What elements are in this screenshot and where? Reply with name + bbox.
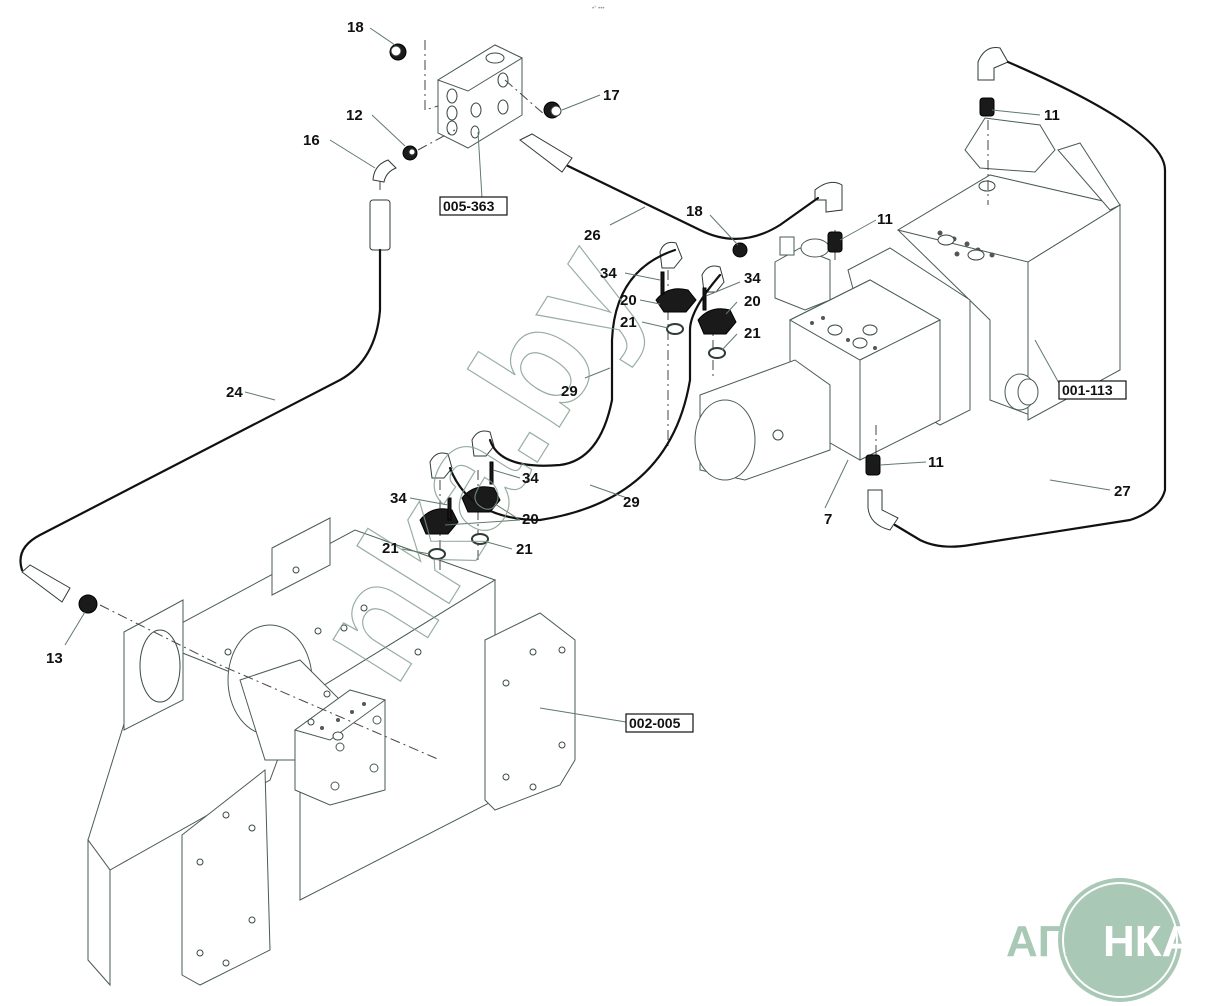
pump-assembly-001-113 [694, 117, 1122, 481]
callout-24: 24 [226, 384, 243, 401]
hose-24 [19, 248, 382, 572]
callout-21: 21 [620, 314, 637, 331]
callout-17: 17 [603, 87, 620, 104]
agronka-logo: АГРО НКА [1006, 878, 1193, 1002]
hose-26 [566, 164, 820, 240]
callout-21: 21 [744, 325, 761, 342]
fittings [21, 43, 1009, 614]
callout-27: 27 [1114, 483, 1131, 500]
adapter-11-a [979, 97, 995, 117]
callout-12: 12 [346, 107, 363, 124]
callout-34: 34 [390, 490, 407, 507]
adapter-11-c [865, 454, 881, 476]
logo-text-right: НКА [1103, 917, 1193, 966]
callout-29: 29 [561, 383, 578, 400]
callout-7: 7 [824, 511, 832, 528]
adapter-13 [78, 594, 98, 614]
header-mark: •° ••• [592, 6, 604, 12]
svg-text:002-005: 002-005 [629, 715, 681, 731]
callout-34: 34 [600, 265, 617, 282]
callout-13: 13 [46, 650, 63, 667]
callout-11: 11 [1044, 107, 1060, 124]
assembly-ref-001-113: 001-113 [1058, 380, 1127, 400]
callout-29: 29 [623, 494, 640, 511]
logo-text-left: АГРО [1006, 917, 1126, 966]
callout-16: 16 [303, 132, 320, 149]
callout-18: 18 [347, 19, 364, 36]
hose-29a [488, 248, 677, 467]
manifold-block-005-363 [436, 44, 524, 149]
assembly-ref-002-005: 002-005 [625, 713, 694, 733]
assembly-refs: 005-363 001-113 002-005 [439, 196, 1127, 733]
callout-20: 20 [620, 292, 637, 309]
plug-17 [543, 101, 562, 119]
adapter-12 [402, 145, 418, 161]
svg-text:005-363: 005-363 [443, 198, 495, 214]
callout-20: 20 [522, 511, 539, 528]
callout-21: 21 [516, 541, 533, 558]
callout-11: 11 [928, 454, 944, 471]
callout-21: 21 [382, 540, 399, 557]
logo-circle [1058, 878, 1182, 1002]
hose-29b [448, 273, 722, 522]
hoses [19, 60, 1167, 572]
callout-20: 20 [744, 293, 761, 310]
callout-18: 18 [686, 203, 703, 220]
hose-27 [893, 60, 1167, 548]
callout-11: 11 [877, 211, 893, 228]
assembly-ref-005-363: 005-363 [439, 196, 508, 216]
callout-34: 34 [522, 470, 539, 487]
callout-34: 34 [744, 270, 761, 287]
adapter-11-b [827, 231, 843, 253]
leader-lines [64, 27, 1111, 723]
plug-18-top [389, 43, 407, 61]
callout-26: 26 [584, 227, 601, 244]
plug-18-middle [732, 242, 748, 258]
svg-text:001-113: 001-113 [1062, 382, 1113, 398]
frame-assembly-002-005 [87, 517, 576, 987]
callout-labels: 18 17 12 16 11 18 26 11 34 34 20 20 21 2… [46, 19, 1131, 667]
